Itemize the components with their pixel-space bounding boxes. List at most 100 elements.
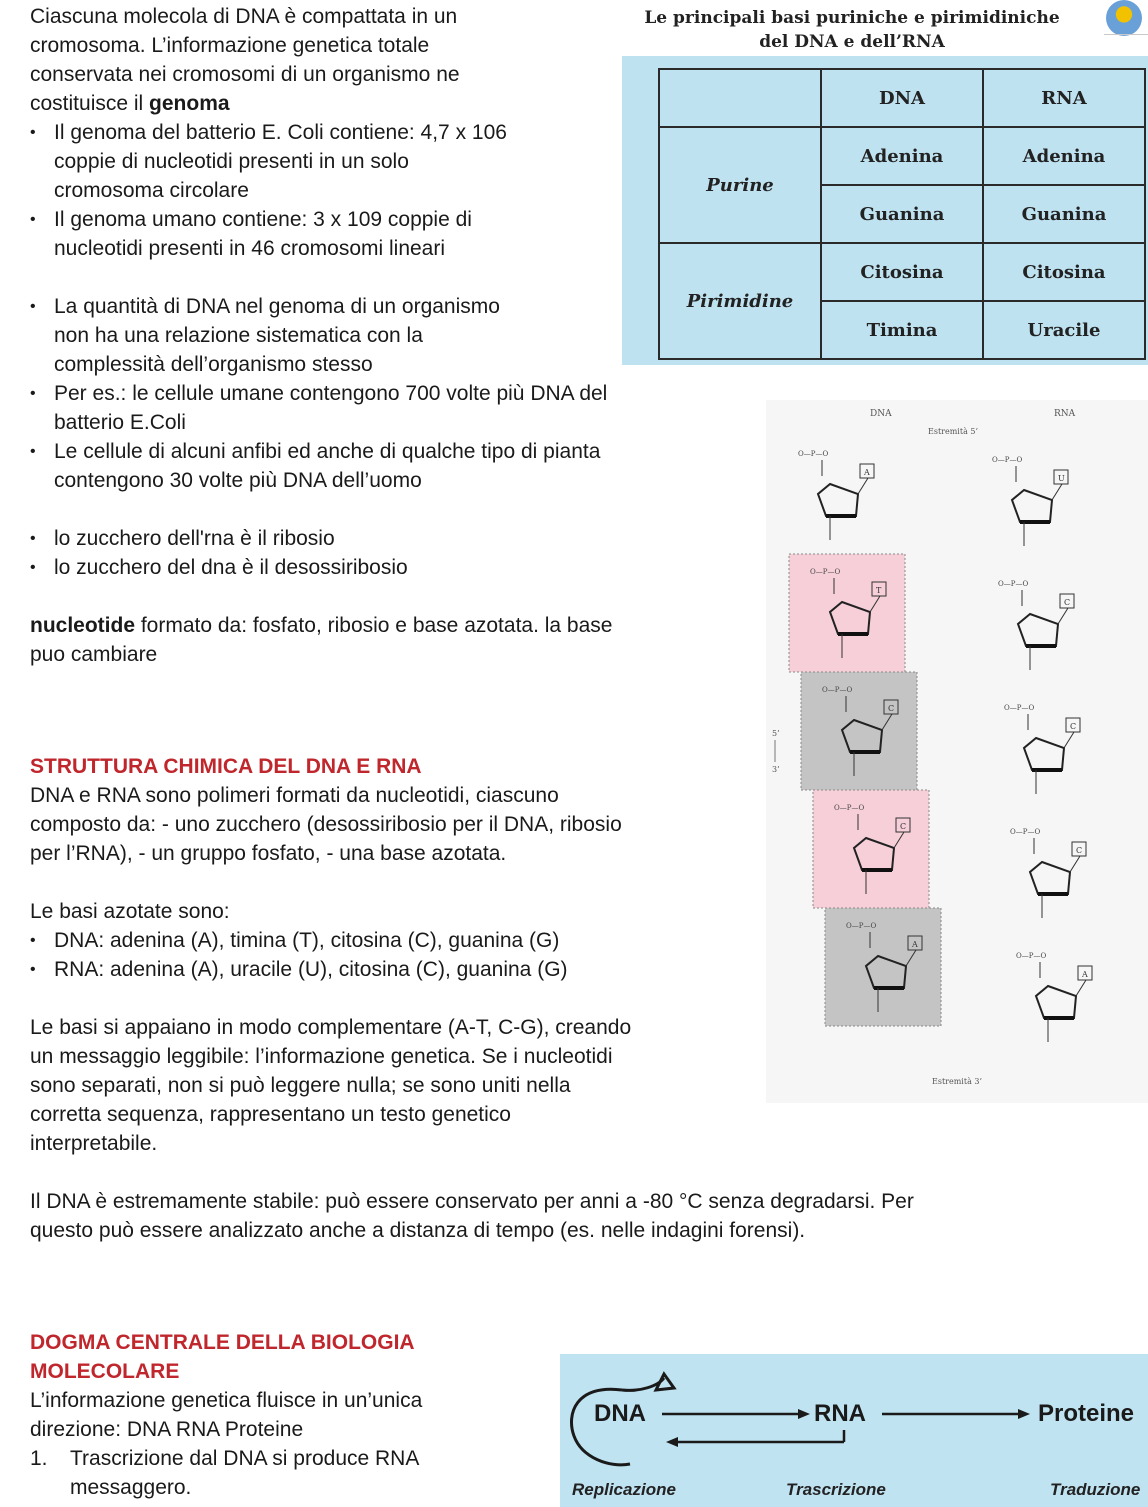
nitrogen-base-box: [871, 581, 887, 597]
phosphate-label: O—P—O: [1004, 704, 1034, 712]
nitrogen-base-letter: C: [900, 822, 906, 831]
item-number: 1.: [30, 1447, 48, 1470]
genoma-term: genoma: [149, 92, 230, 115]
body-line: composto da: - uno zucchero (desossiribo…: [30, 813, 622, 836]
dogma-arrows: [570, 1371, 1030, 1467]
bases-table: DNA RNA Purine Adenina Adenina Guanina G…: [658, 68, 1146, 360]
body-line: Le basi azotate sono:: [30, 900, 230, 923]
col-header-rna: RNA: [982, 68, 1146, 128]
nitrogen-base-letter: C: [1076, 846, 1082, 855]
reverse-arrowhead-icon: [666, 1437, 678, 1447]
structure-section: STRUTTURA CHIMICA DEL DNA E RNA DNA e RN…: [30, 752, 1140, 1245]
table-title-line: Le principali basi puriniche e pirimidin…: [644, 8, 1060, 28]
logo-caption: [1104, 34, 1148, 53]
nitrogen-base-box: [1065, 717, 1081, 733]
glycosidic-bond: [857, 477, 869, 495]
table-row: Guanina Guanina: [659, 184, 1146, 244]
table-corner-cell: [658, 68, 822, 128]
dogma-dna-label: DNA: [594, 1400, 646, 1427]
bullet-dna-sugar: lo zucchero del dna è il desossiribosio: [30, 553, 730, 582]
sugar-ring: [1022, 736, 1066, 771]
body-line: per l’RNA), - un gruppo fosfato, - una b…: [30, 842, 507, 865]
table-cell: Adenina: [820, 126, 984, 186]
numbered-item-trascrizione: 1. Trascrizione dal DNA si produce RNA m…: [30, 1444, 550, 1502]
nitrogen-base-letter: A: [863, 468, 870, 477]
section-heading: DOGMA CENTRALE DELLA BIOLOGIA: [30, 1331, 415, 1354]
nitrogen-base-box: [1071, 841, 1087, 857]
sugar-ring: [816, 482, 860, 517]
glycosidic-bond: [1069, 855, 1081, 873]
body-line: DNA e RNA sono polimeri formati da nucle…: [30, 784, 559, 807]
central-dogma-figure: DNA RNA Proteine Replicazione Trascrizio…: [560, 1354, 1148, 1507]
table-row: Pirimidine Citosina Citosina: [658, 242, 1146, 360]
transcription-arrowhead-icon: [798, 1409, 810, 1419]
phosphate-label: O—P—O: [1016, 952, 1046, 960]
nitrogen-base-letter: C: [888, 704, 894, 713]
dna-strand-label: DNA: [870, 409, 892, 419]
table-row: Purine Adenina Adenina: [658, 126, 1146, 244]
table-cell: Citosina: [820, 242, 984, 302]
sugar-ring: [1016, 612, 1060, 647]
bullet-amphibians: Le cellule di alcuni anfibi ed anche di …: [30, 437, 730, 495]
side-three-prime-label: 3’: [772, 765, 780, 774]
phosphate-label: O—P—O: [822, 686, 852, 694]
glycosidic-bond: [1051, 483, 1063, 501]
bullet-text: complessità dell’organismo stesso: [54, 353, 373, 376]
replication-loop-arrow: [570, 1387, 631, 1467]
nitrogen-base-letter: U: [1058, 474, 1065, 483]
nitrogen-base-letter: A: [1081, 970, 1088, 979]
intro-line-text: costituisce il: [30, 92, 150, 115]
glycosidic-bond: [905, 949, 917, 967]
sugar-ring: [1010, 488, 1054, 523]
bullet-text: nucleotidi presenti in 46 cromosomi line…: [54, 237, 446, 260]
phosphate-label: O—P—O: [846, 922, 876, 930]
phosphate-label: O—P—O: [810, 568, 840, 576]
glycosidic-bond: [1063, 731, 1075, 749]
table-cell: Uracile: [982, 300, 1146, 360]
body-line: Le basi si appaiano in modo complementar…: [30, 1016, 632, 1039]
glycosidic-bond: [1075, 979, 1087, 997]
bullet-text: Per es.: le cellule umane contengono 700…: [54, 382, 608, 405]
intro-line: costituisce il genoma: [30, 89, 730, 118]
bullet-text: lo zucchero del dna è il desossiribosio: [54, 556, 408, 579]
nucleotide-text: formato da: fosfato, ribosio e base azot…: [135, 614, 613, 637]
sugar-ring: [1028, 860, 1072, 895]
rna-chain: O—P—OUO—P—OCO—P—OCO—P—OCO—P—OA: [992, 456, 1093, 1042]
glycosidic-bond: [893, 831, 905, 849]
nucleotide-highlight-box: [812, 789, 930, 909]
row-header-pirimidine: Pirimidine: [658, 242, 822, 360]
table-cell: Adenina: [982, 126, 1146, 186]
nitrogen-base-box: [859, 463, 875, 479]
nucleotide-line: nucleotide formato da: fosfato, ribosio …: [30, 611, 730, 640]
rna-strand-label: RNA: [1054, 409, 1076, 419]
nucleotide-chain-diagram: DNA RNA Estremità 5’ Estremità 3’ 5’ 3’ …: [772, 409, 1093, 1086]
nitrogen-base-box: [883, 699, 899, 715]
nitrogen-base-box: [1077, 965, 1093, 981]
dogma-rna-label: RNA: [814, 1400, 866, 1427]
bullet-text: RNA: adenina (A), uracile (U), citosina …: [54, 958, 568, 981]
bullet-human-genome: Il genoma umano contiene: 3 x 109 coppie…: [30, 205, 730, 263]
section-heading: MOLECOLARE: [30, 1360, 180, 1383]
translation-arrowhead-icon: [1018, 1409, 1030, 1419]
bullet-text: La quantità di DNA nel genoma di un orga…: [54, 295, 500, 318]
nitrogen-base-letter: T: [876, 586, 882, 595]
nucleotide-highlight-box: [824, 907, 942, 1027]
nucleotide-line: puo cambiare: [30, 643, 158, 666]
bullet-text: Il genoma del batterio E. Coli contiene:…: [54, 121, 507, 144]
nucleotide-chain-figure: DNA RNA Estremità 5’ Estremità 3’ 5’ 3’ …: [766, 400, 1148, 1103]
body-line: L’informazione genetica fluisce in un’un…: [30, 1389, 423, 1412]
item-text: messaggero.: [70, 1476, 192, 1499]
intro-line: cromosoma. L’informazione genetica total…: [30, 34, 430, 57]
five-prime-end-label: Estremità 5’: [928, 427, 978, 436]
dogma-proteine-label: Proteine: [1038, 1400, 1135, 1427]
body-line: direzione: DNA RNA Proteine: [30, 1418, 304, 1441]
bullet-dna-bases: DNA: adenina (A), timina (T), citosina (…: [30, 926, 1140, 955]
bullet-dna-quantity: La quantità di DNA nel genoma di un orga…: [30, 292, 730, 379]
table-title: Le principali basi puriniche e pirimidin…: [622, 6, 1082, 54]
bullet-text: non ha una relazione sistematica con la: [54, 324, 423, 347]
nitrogen-base-letter: C: [1064, 598, 1070, 607]
dna-chain: O—P—OAO—P—OTO—P—OCO—P—OCO—P—OA: [788, 450, 942, 1027]
table-panel: DNA RNA Purine Adenina Adenina Guanina G…: [622, 56, 1148, 365]
table-cell: Guanina: [982, 184, 1146, 244]
col-header-dna: DNA: [820, 68, 984, 128]
